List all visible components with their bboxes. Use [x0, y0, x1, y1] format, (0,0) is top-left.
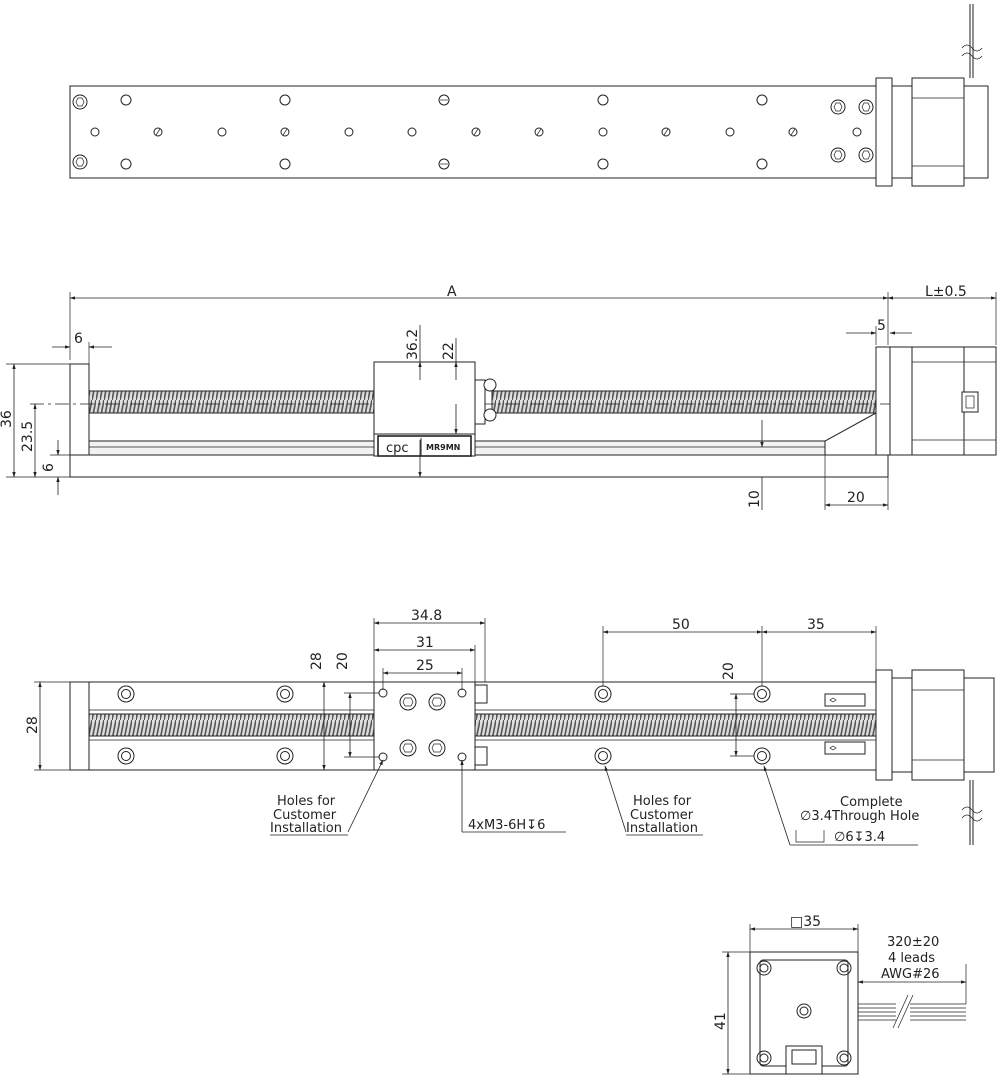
bottom-carriage	[373, 681, 488, 771]
callout-through-hole: Complete ∅3.4Through Hole ∅6↧3.4	[795, 795, 919, 845]
dim-6-left-label: 6	[41, 463, 57, 472]
callout-thread: 4xM3-6H↧6	[468, 818, 545, 833]
top-motor	[875, 4, 989, 187]
top-hex-screws	[72, 94, 874, 170]
dim-6-top-label: 6	[74, 331, 83, 347]
cable-length: 320±20	[887, 935, 939, 950]
callout-holes-left-line2: Customer	[273, 808, 337, 823]
dim-31-label: 31	[416, 635, 434, 651]
dim-25-label: 25	[416, 658, 434, 674]
side-base	[69, 454, 889, 478]
dim-A-label: A	[447, 284, 457, 300]
dim-35-label: 35	[807, 617, 825, 633]
side-motor-flange	[875, 346, 891, 456]
dim-23-5-label: 23.5	[20, 421, 36, 452]
dim-20-right-label: 20	[721, 662, 737, 680]
top-base-plate	[69, 85, 877, 179]
dim-22-label: 22	[441, 342, 457, 360]
side-end-block	[69, 363, 90, 456]
side-view: A L±0.5 6 5	[0, 284, 997, 510]
side-bearing-block	[824, 412, 877, 456]
dim-36-2-label: 36.2	[405, 329, 421, 360]
callout-holes-right-line1: Holes for	[633, 794, 692, 809]
carriage-model: MR9MN	[426, 443, 460, 452]
dim-50-label: 50	[672, 617, 690, 633]
cable-leads: 4 leads	[888, 951, 935, 966]
callout-holes-right: Holes for Customer Installation	[626, 794, 703, 836]
callout-holes-left-line1: Holes for	[277, 794, 336, 809]
motor-end-view: □35 320±20 4 leads AWG#26 41	[713, 914, 967, 1075]
dim-20-left-label: 20	[335, 652, 351, 670]
bottom-motor	[875, 669, 995, 845]
callout-through-hole-text: ∅3.4Through Hole	[800, 809, 919, 824]
dim-L-label: L±0.5	[925, 284, 967, 300]
motor-connector	[961, 391, 979, 413]
dim-5-label: 5	[877, 318, 886, 334]
top-view	[69, 4, 989, 187]
dim-sq35-label: □35	[790, 914, 821, 930]
callout-holes-left-line3: Installation	[270, 821, 342, 836]
callout-holes-left: Holes for Customer Installation	[270, 794, 348, 836]
dim-34-8-label: 34.8	[411, 608, 442, 624]
dim-41-label: 41	[713, 1012, 729, 1030]
bottom-view: 34.8 31 25 50 35 28 20 20 28 H	[25, 608, 995, 846]
carriage-brand: cpc	[386, 441, 409, 456]
bottom-lead-screw	[88, 713, 877, 737]
dim-36-label: 36	[0, 410, 15, 428]
callout-complete: Complete	[840, 795, 903, 810]
top-holes	[90, 94, 862, 170]
callout-counterbore: ∅6↧3.4	[834, 830, 885, 845]
dim-28-side-label: 28	[25, 716, 41, 734]
top-slotted-screws	[153, 127, 798, 137]
side-motor	[889, 346, 997, 456]
motor-shaft	[796, 1003, 812, 1019]
dim-20-bottom-label: 20	[847, 490, 865, 506]
dim-10-label: 10	[747, 490, 763, 508]
lead-screw-left	[88, 390, 377, 414]
dim-28-top-label: 28	[309, 652, 325, 670]
cable-gauge: AWG#26	[881, 967, 940, 982]
callout-holes-right-line3: Installation	[626, 821, 698, 836]
side-carriage: cpc MR9MN	[373, 361, 497, 457]
callout-holes-right-line2: Customer	[630, 808, 694, 823]
motor-cable	[858, 994, 966, 1029]
lead-screw-right	[491, 390, 877, 414]
